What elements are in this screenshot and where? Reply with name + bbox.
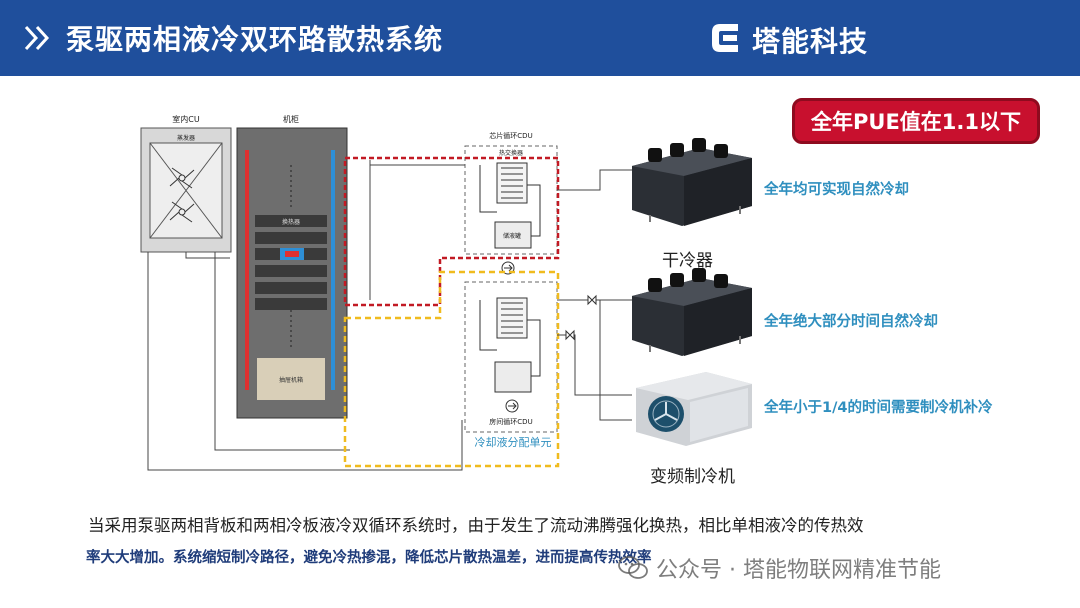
chip-cdu-label: 芯片循环CDU: [489, 131, 532, 140]
double-chevron-icon: [24, 25, 50, 51]
watermark-text: 公众号 · 塔能物联网精准节能: [656, 558, 941, 583]
chip-loop-red: [343, 156, 560, 307]
fan-unit-label: 抽屉机箱: [279, 376, 303, 384]
room-cdu-box: [464, 281, 558, 433]
note-mostly-natural: 全年绝大部分时间自然冷却: [764, 314, 938, 330]
evaporator-label: 蒸发器: [177, 134, 195, 142]
room-cdu-label: 房间循环CDU: [489, 417, 532, 426]
pue-badge: 全年PUE值在1.1以下: [792, 98, 1040, 144]
page-title: 泵驱两相液冷双环路散热系统: [66, 23, 444, 56]
wechat-icon: [618, 556, 648, 579]
valve-icon: [565, 329, 575, 341]
fan-icon: [169, 167, 195, 189]
note-chiller-supplement: 全年小于1/4的时间需要制冷机补冷: [764, 400, 993, 416]
fan-icon: [169, 201, 195, 223]
brand-logo-icon: [712, 24, 738, 52]
chip-cdu-box: [464, 145, 558, 255]
tank-label: 储液罐: [503, 232, 521, 240]
dry-cooler-caption: 干冷器: [662, 251, 713, 271]
chiller-image: [636, 372, 752, 446]
valve-icon: [587, 294, 597, 306]
description-line-2: 率大大增加。系统缩短制冷路径，避免冷热掺混，降低芯片散热温差，进而提高传热效率: [86, 550, 652, 566]
note-natural-cooling: 全年均可实现自然冷却: [764, 182, 909, 198]
indoor-cu-label: 室内CU: [172, 114, 200, 124]
coolant-unit-label: 冷却液分配单元: [475, 435, 552, 449]
room-loop-yellow: [343, 270, 560, 468]
cabinet-label: 机柜: [283, 114, 299, 124]
header-bar: 泵驱两相液冷双环路散热系统 塔能科技: [0, 0, 1080, 76]
dry-cooler-image: [632, 268, 752, 356]
watermark: 公众号 · 塔能物联网精准节能: [618, 552, 941, 584]
dry-cooler-image: [632, 138, 752, 226]
description-line-1: 当采用泵驱两相背板和两相冷板液冷双循环系统时，由于发生了流动沸腾强化换热，相比单…: [88, 516, 864, 535]
brand-name: 塔能科技: [752, 25, 869, 58]
chip-hx-label: 热交换器: [499, 149, 523, 157]
chiller-caption: 变频制冷机: [650, 467, 735, 487]
heat-exchanger-label: 换热器: [282, 218, 300, 226]
